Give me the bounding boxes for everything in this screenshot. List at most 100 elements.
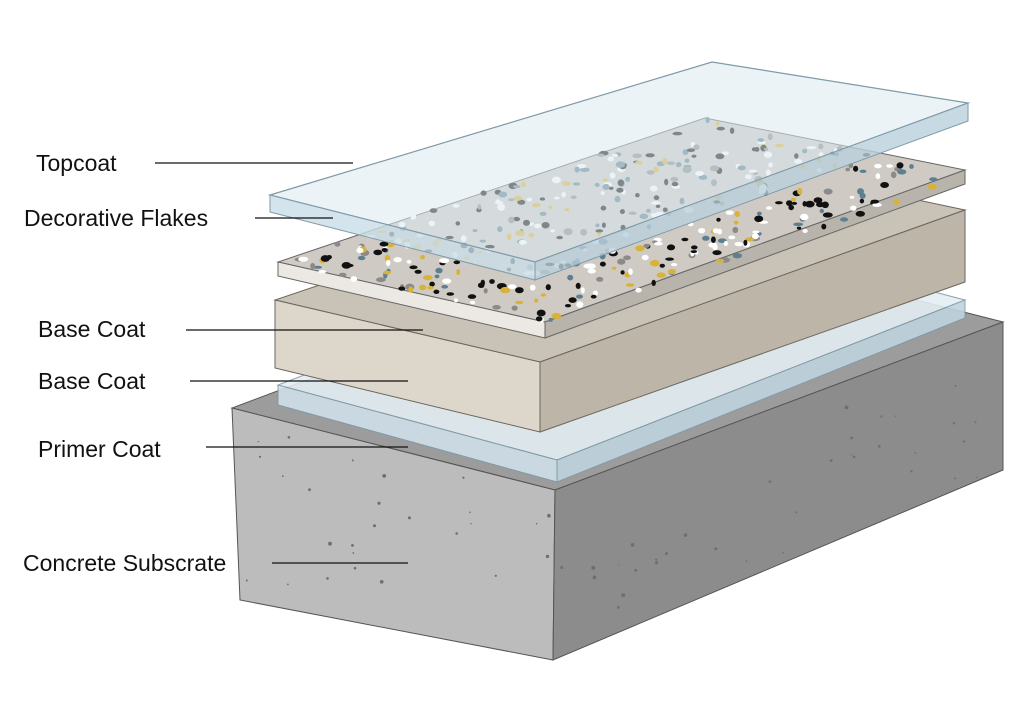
flake-chip [712, 228, 719, 234]
concrete-pore [462, 476, 465, 479]
flake-chip [840, 217, 849, 222]
concrete-pore [407, 516, 411, 520]
flake-chip [886, 164, 893, 168]
flake-chip [548, 317, 553, 322]
flake-chip [766, 206, 773, 210]
concrete-pore [245, 579, 248, 582]
flake-chip [492, 305, 501, 310]
flake-chip [382, 270, 392, 275]
flake-chip [535, 316, 543, 322]
flake-chip [393, 257, 402, 263]
concrete-pore [547, 513, 551, 518]
flake-chip [373, 249, 383, 256]
label-base-coat-2: Base Coat [38, 368, 146, 394]
flake-chip [875, 173, 881, 180]
concrete-pore [954, 384, 957, 387]
flake-chip [872, 202, 882, 207]
flake-chip [859, 169, 867, 173]
flake-chip [797, 187, 803, 195]
concrete-pore [962, 440, 966, 443]
flake-chip [757, 211, 762, 216]
flake-chip [545, 284, 551, 291]
flake-chip [654, 241, 663, 246]
flake-chip [529, 284, 536, 291]
flake-chip [708, 242, 718, 248]
flake-chip [590, 294, 597, 299]
flake-chip [853, 165, 859, 172]
flake-chip [442, 278, 452, 284]
concrete-pore [257, 440, 260, 443]
flake-chip [813, 197, 823, 204]
flake-chip [880, 182, 889, 188]
flake-chip [734, 211, 740, 218]
concrete-pore [352, 552, 355, 554]
flake-chip [489, 279, 495, 284]
flake-chip [822, 212, 833, 218]
flake-chip [800, 213, 809, 221]
concrete-pore [665, 552, 668, 556]
concrete-pore [630, 543, 635, 547]
label-primer-coat: Primer Coat [38, 436, 161, 462]
flake-chip [334, 241, 341, 247]
flake-chip [386, 259, 391, 267]
flake-chip [434, 274, 440, 279]
concrete-pore [470, 523, 472, 525]
flake-chip [816, 201, 825, 208]
flake-chip [909, 164, 914, 169]
flake-chip [823, 188, 833, 195]
flake-chip [628, 268, 633, 276]
flake-chip [752, 230, 760, 234]
flake-chip [745, 237, 755, 242]
concrete-pore [328, 541, 332, 546]
flake-chip [725, 210, 734, 215]
flake-chip [733, 220, 739, 225]
concrete-pore [655, 558, 658, 561]
flake-chip [596, 276, 604, 282]
flake-chip [439, 258, 450, 264]
flake-chip [659, 263, 665, 268]
concrete-pore [634, 568, 638, 572]
concrete-pore [829, 459, 833, 462]
concrete-pore [954, 477, 956, 480]
concrete-pore [351, 544, 354, 547]
flake-chip [896, 162, 904, 169]
concrete-pore [545, 554, 550, 559]
flake-chip [870, 199, 880, 204]
flake-chip [859, 198, 865, 204]
concrete-pore [655, 561, 659, 565]
flake-chip [734, 242, 744, 247]
flake-chip [433, 289, 440, 294]
flake-chip [515, 287, 524, 294]
flake-chip [376, 277, 386, 283]
flake-chip [620, 270, 625, 275]
flake-chip [650, 259, 660, 267]
flake-chip [617, 258, 626, 265]
flake-chip [587, 268, 596, 274]
concrete-pore [974, 421, 977, 424]
concrete-pore [469, 511, 471, 514]
concrete-pore [880, 415, 883, 418]
flake-chip [338, 272, 347, 277]
concrete-pore [975, 476, 978, 479]
flake-chip [576, 294, 583, 299]
flake-chip [850, 205, 857, 211]
flake-chip [357, 255, 366, 261]
flake-chip [671, 263, 678, 267]
flake-chip [802, 229, 808, 233]
flake-chip [635, 245, 645, 252]
flake-chip [793, 222, 804, 227]
flake-chip [469, 300, 476, 305]
flake-chip [821, 223, 827, 230]
flake-chip [318, 270, 327, 274]
flake-chip [534, 298, 539, 303]
flake-chip [467, 294, 477, 299]
flake-chip [356, 247, 364, 254]
concrete-pore [535, 522, 538, 525]
flake-chip [456, 268, 461, 276]
flake-chip [845, 167, 850, 172]
flake-chip [344, 263, 354, 268]
label-concrete-substrate: Concrete Subscrate [23, 552, 231, 575]
concrete-pore [382, 474, 387, 478]
flake-chip [849, 195, 855, 199]
